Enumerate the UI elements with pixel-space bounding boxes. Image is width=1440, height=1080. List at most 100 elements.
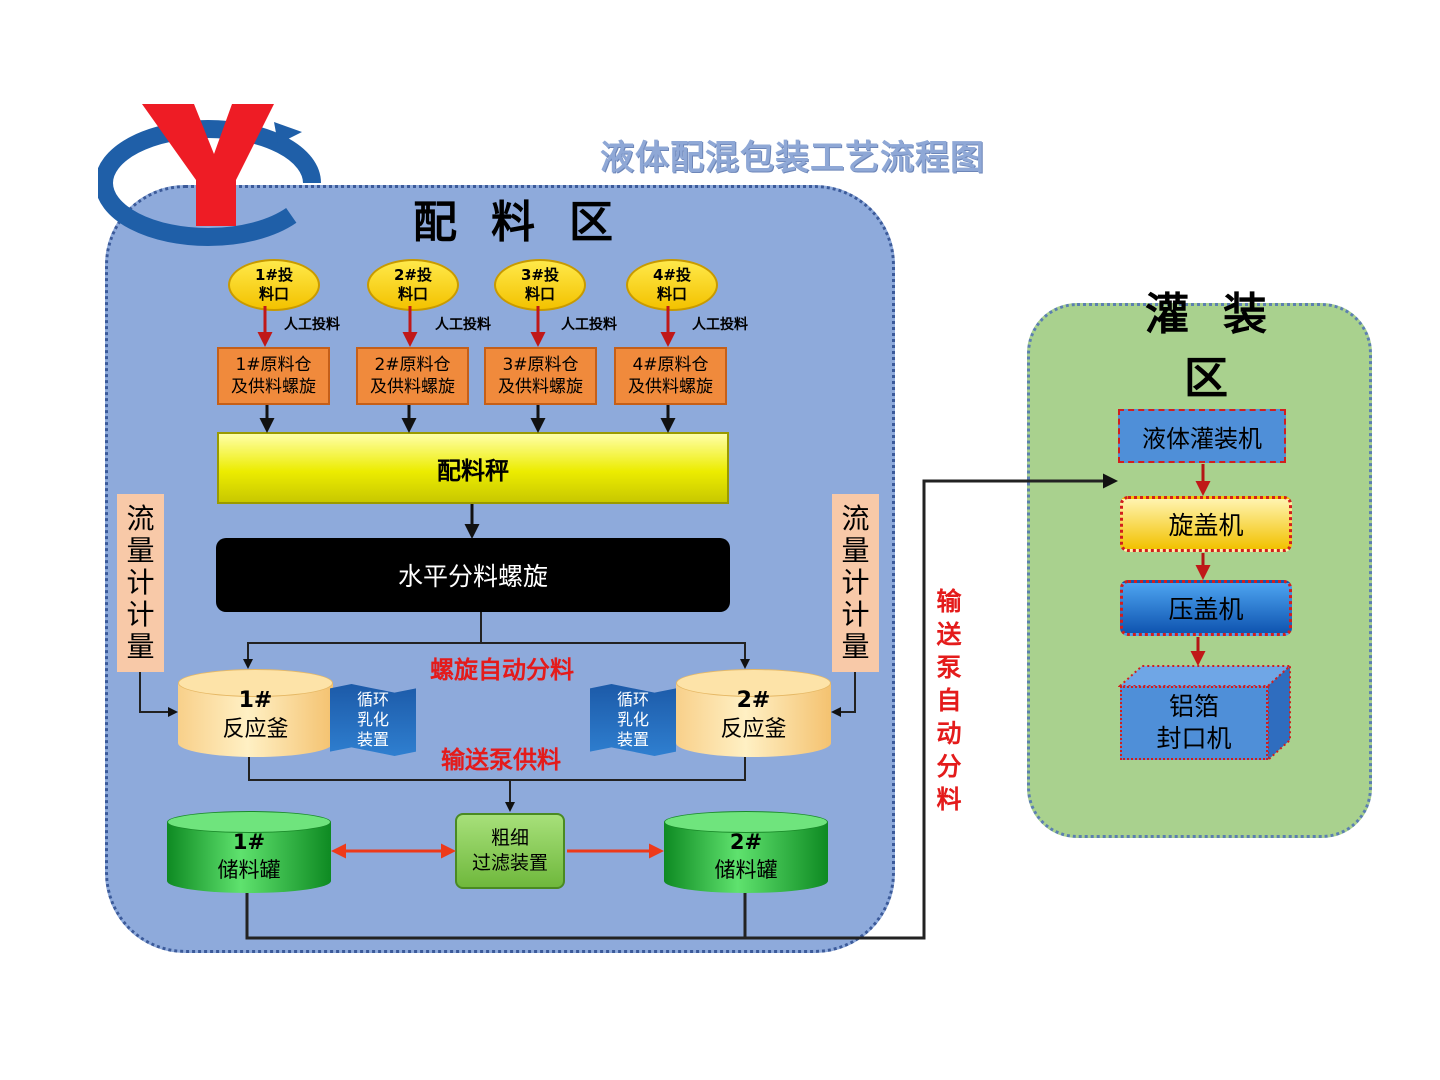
flow-meter-char: 流 — [841, 501, 870, 535]
reactor-id: 1# — [238, 688, 273, 713]
vertical-char: 料 — [936, 784, 962, 814]
pump-supply-label: 输送泵供料 — [441, 746, 561, 774]
reactor-name: 反应釜 — [222, 716, 289, 742]
flow-meter-char: 计 — [841, 598, 870, 632]
emulsifier-label: 装置 — [616, 730, 649, 749]
flow-meter-char: 计 — [841, 565, 870, 599]
liquid-filling-machine: 液体灌装机 — [1118, 409, 1286, 463]
company-logo — [98, 104, 321, 246]
diagram-title: 液体配混包装工艺流程图 — [600, 138, 985, 178]
flow-meter-char: 流 — [126, 501, 155, 535]
emulsifier-label: 装置 — [356, 730, 389, 749]
emulsifier-left: 循环 乳化 装置 — [330, 684, 416, 756]
bin-label: 及供料螺旋 — [231, 377, 316, 397]
flow-meter-left-connector — [139, 672, 178, 717]
emulsifier-label: 循环 — [356, 690, 389, 709]
reactor-merge-line — [248, 757, 746, 781]
vertical-char: 输 — [936, 586, 962, 616]
foil-sealing-machine: 铝箔 封口机 — [1120, 686, 1268, 760]
feed-port-4: 4#投 料口 — [626, 259, 718, 311]
filter-label: 过滤装置 — [471, 852, 548, 874]
press-capping-machine: 压盖机 — [1120, 580, 1292, 636]
feed-port-label: 2#投 — [393, 266, 432, 285]
tank-1-body — [167, 822, 331, 893]
feed-port-label: 料口 — [524, 285, 555, 303]
reactor-name: 反应釜 — [720, 716, 787, 742]
sealer-label: 铝箔 — [1168, 691, 1219, 721]
tank-id: 1# — [232, 830, 266, 854]
flow-meter-char: 量 — [126, 533, 155, 567]
bin-label: 及供料螺旋 — [370, 377, 455, 397]
flow-meter-right: 流 量 计 计 量 — [832, 494, 879, 672]
storage-tank-1: 1# 储料罐 — [167, 811, 331, 893]
screw-capping-machine: 旋盖机 — [1120, 496, 1292, 552]
batching-zone-title: 配料区 — [413, 197, 647, 248]
manual-feed-label: 人工投料 — [692, 317, 748, 333]
feed-port-3: 3#投 料口 — [494, 259, 586, 311]
logo-ring — [98, 120, 321, 246]
vertical-char: 泵 — [936, 652, 962, 682]
flow-meter-char: 量 — [126, 630, 155, 664]
bin-label: 4#原料仓 — [632, 354, 709, 375]
feed-port-1: 1#投 料口 — [228, 259, 320, 311]
screw-auto-split-label: 螺旋自动分料 — [430, 656, 574, 684]
emulsifier-label: 乳化 — [616, 710, 649, 729]
horizontal-distribution-screw: 水平分料螺旋 — [216, 538, 730, 612]
bin-label: 2#原料仓 — [374, 354, 451, 375]
emulsifier-right: 循环 乳化 装置 — [590, 684, 676, 756]
reactor-2: 2# 反应釜 — [676, 669, 831, 757]
feed-port-label: 4#投 — [652, 266, 691, 285]
raw-bin-4: 4#原料仓 及供料螺旋 — [614, 347, 727, 405]
logo-ring-arrowhead — [274, 122, 302, 144]
tank-id: 2# — [729, 830, 763, 854]
flow-meter-char: 量 — [841, 630, 870, 664]
flow-meter-left: 流 量 计 计 量 — [117, 494, 164, 672]
tank-name: 储料罐 — [217, 858, 281, 883]
reactor-1-label: 1# 反应釜 — [178, 687, 333, 744]
emulsifier-label: 循环 — [616, 690, 649, 709]
tanks-outlet-line — [245, 473, 1118, 940]
coarse-fine-filter: 粗细 过滤装置 — [455, 813, 565, 889]
feed-port-label: 3#投 — [520, 266, 559, 285]
reactor-id: 2# — [736, 688, 771, 713]
pump-auto-split-label: 输 送 泵 自 动 分 料 — [928, 585, 970, 815]
filter-label: 粗细 — [490, 827, 529, 850]
bin-label: 1#原料仓 — [235, 354, 312, 375]
flow-meter-char: 量 — [841, 533, 870, 567]
manual-feed-label: 人工投料 — [435, 317, 491, 333]
vertical-char: 分 — [936, 751, 962, 781]
feed-port-label: 料口 — [258, 285, 289, 303]
manual-feed-label: 人工投料 — [284, 317, 340, 333]
storage-tank-2: 2# 储料罐 — [664, 811, 828, 893]
logo-letter-y — [142, 104, 274, 226]
reactor-2-lid — [676, 669, 831, 697]
tank-2-lid — [664, 811, 828, 833]
feed-port-2: 2#投 料口 — [367, 259, 459, 311]
tank-1-lid — [167, 811, 331, 833]
reactor-2-label: 2# 反应釜 — [676, 687, 831, 744]
raw-bin-1: 1#原料仓 及供料螺旋 — [217, 347, 330, 405]
flow-meter-char: 计 — [126, 598, 155, 632]
flow-meter-right-connector — [831, 672, 856, 717]
bin-label: 3#原料仓 — [502, 354, 579, 375]
vertical-char: 送 — [936, 619, 962, 649]
feed-port-label: 料口 — [656, 285, 687, 303]
tank-name: 储料罐 — [714, 858, 778, 883]
raw-bin-2: 2#原料仓 及供料螺旋 — [356, 347, 469, 405]
manual-feed-label: 人工投料 — [561, 317, 617, 333]
screw-split-line-right — [481, 642, 750, 669]
tank-1-label: 1# 储料罐 — [167, 828, 331, 885]
vertical-char: 动 — [936, 718, 962, 748]
reactor-1: 1# 反应釜 — [178, 669, 333, 757]
bin-label: 及供料螺旋 — [628, 377, 713, 397]
tank-2-body — [664, 822, 828, 893]
screw-split-line — [243, 612, 482, 669]
sealer-label: 封口机 — [1156, 724, 1232, 753]
feed-port-label: 料口 — [397, 285, 428, 303]
tank-2-label: 2# 储料罐 — [664, 828, 828, 885]
feed-port-label: 1#投 — [254, 266, 293, 285]
vertical-char: 自 — [936, 685, 962, 715]
reactor-1-lid — [178, 669, 333, 697]
emulsifier-label: 乳化 — [356, 710, 389, 729]
